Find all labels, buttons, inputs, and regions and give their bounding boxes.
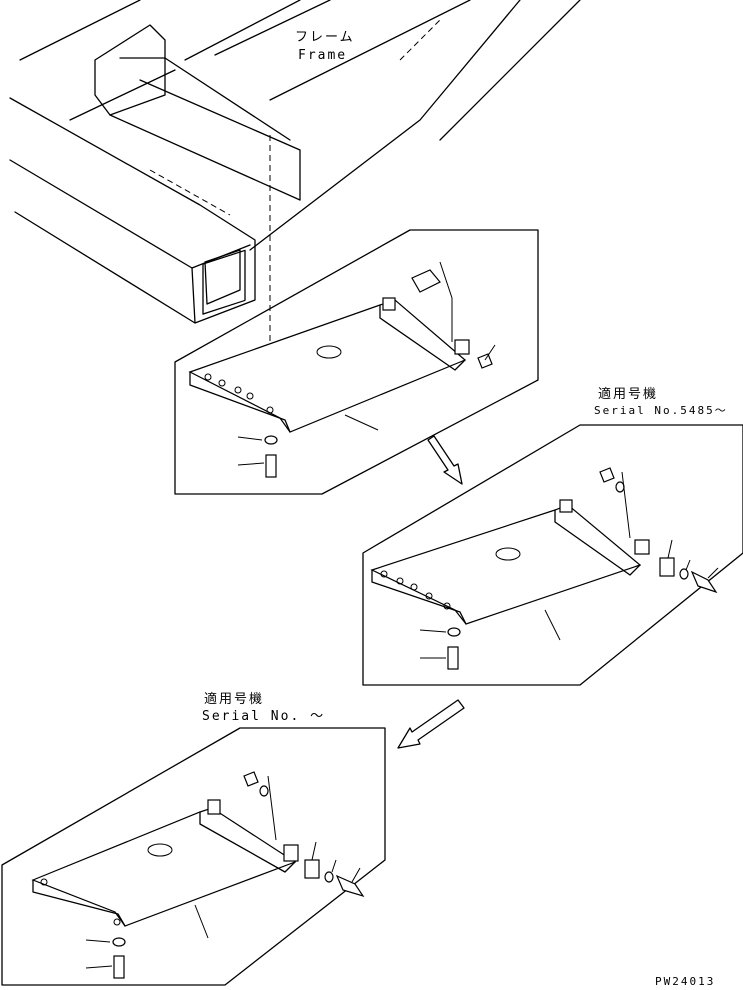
- frame-label-en: Frame: [298, 48, 347, 63]
- variant-2-jp: 適用号機: [598, 386, 658, 402]
- variant-3-serial: Serial No. ～: [202, 709, 325, 724]
- variant-2-serial: Serial No.5485～: [594, 404, 728, 417]
- frame-label-jp: フレーム: [295, 30, 355, 45]
- panel-1-border: [174, 229, 539, 495]
- drawing-number: PW24013: [655, 975, 715, 988]
- panel-2-border: [362, 424, 743, 686]
- frame-drawing: フレーム Frame: [9, 0, 581, 410]
- assembly-view-1: [174, 229, 539, 495]
- assembly-view-2: 適用号機 Serial No.5485～: [362, 386, 743, 686]
- variant-3-jp: 適用号機: [204, 691, 264, 707]
- panel-3-border: [1, 727, 386, 986]
- sequence-arrow-2: [397, 699, 465, 749]
- assembly-view-3: 適用号機 Serial No. ～: [1, 691, 386, 986]
- sequence-arrow-1: [427, 435, 463, 485]
